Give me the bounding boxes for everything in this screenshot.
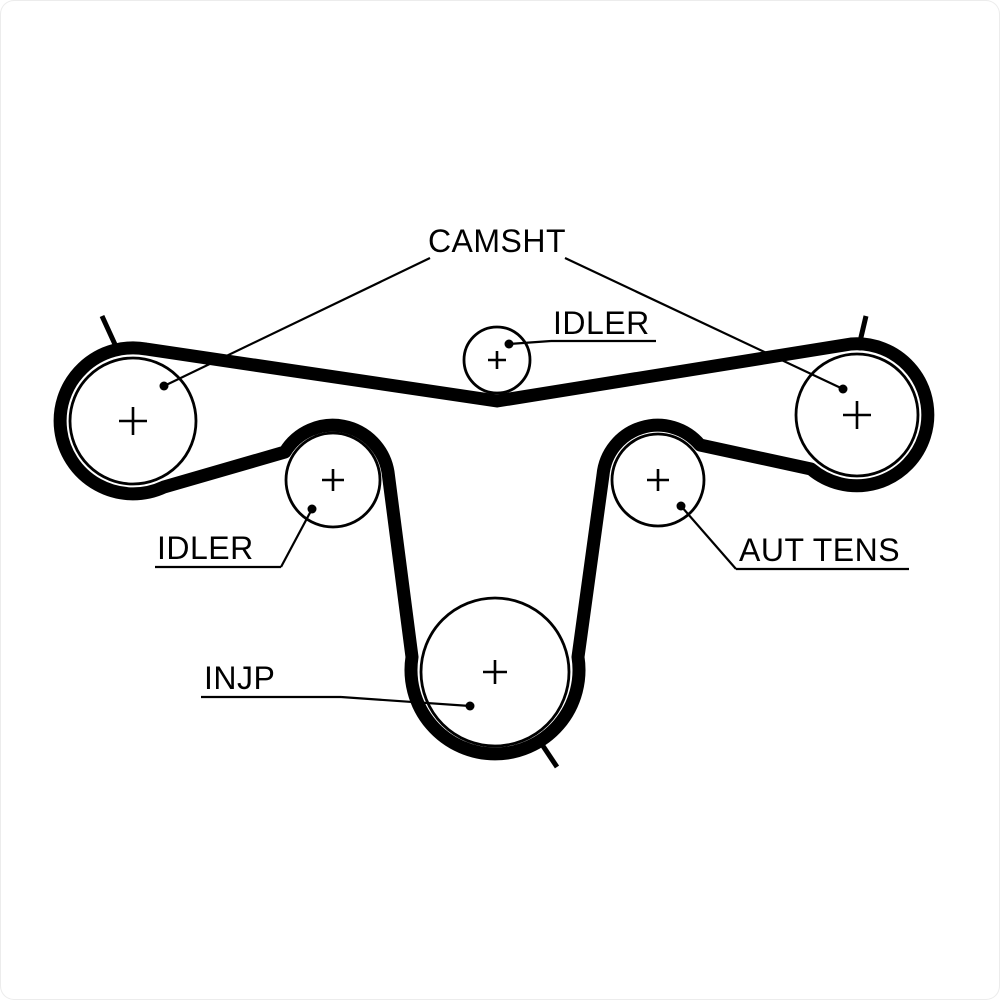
top-idler-label: IDLER — [553, 305, 650, 341]
injection-pump-leader-dot — [465, 701, 475, 711]
right-camshaft-timing-mark — [855, 315, 869, 351]
top-idler-leader-dot — [504, 339, 514, 349]
left-idler-leader-dot — [307, 504, 317, 514]
injection-pump-timing-mark — [538, 741, 560, 769]
camshaft-leader-dot-right — [838, 384, 848, 394]
injection-pump-center-mark — [483, 660, 507, 684]
timing-belt — [53, 337, 935, 761]
left-idler-leader-line — [280, 508, 313, 568]
injection-pump-leader-line — [340, 695, 471, 708]
tensioner-label: AUT TENS — [739, 532, 900, 568]
right-camshaft-center-mark — [843, 401, 871, 429]
camshaft-leader-dot-left — [159, 381, 169, 391]
camshaft-leader-line-right — [564, 257, 844, 390]
top-idler-center-mark — [488, 351, 506, 369]
left-idler-center-mark — [322, 469, 344, 491]
left-camshaft-timing-mark — [99, 314, 121, 353]
camshaft-label: CAMSHT — [428, 223, 566, 259]
tensioner-leader-line — [680, 505, 737, 570]
left-camshaft-center-mark — [119, 407, 147, 435]
tensioner-leader-dot — [676, 501, 686, 511]
top-idler-leader-line — [508, 339, 552, 346]
injection-pump-label: INJP — [204, 660, 275, 696]
left-idler-label: IDLER — [157, 530, 254, 566]
camshaft-leader-line-left — [163, 257, 431, 387]
tensioner-center-mark — [647, 469, 669, 491]
